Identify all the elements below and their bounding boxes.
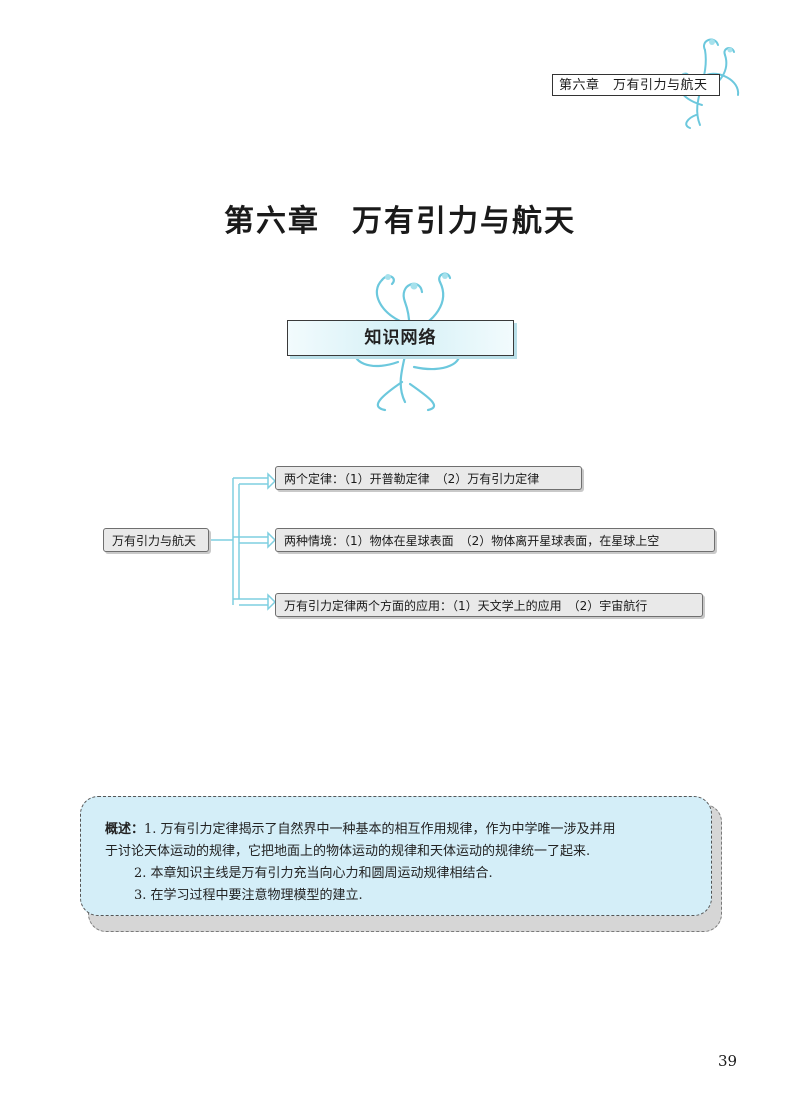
summary-item-1: 1. 万有引力定律揭示了自然界中一种基本的相互作用规律，作为中学唯一涉及并用 (144, 822, 616, 837)
network-branch-node: 两个定律：（1）开普勒定律 （2）万有引力定律 (275, 466, 582, 490)
network-root-node: 万有引力与航天 (103, 528, 209, 552)
summary-line-1: 概述：1. 万有引力定律揭示了自然界中一种基本的相互作用规律，作为中学唯一涉及并… (105, 819, 689, 841)
arrowhead-1 (267, 472, 277, 490)
network-branch-node: 两种情境：（1）物体在星球表面 （2）物体离开星球表面，在星球上空 (275, 528, 715, 552)
summary-item-2: 2. 本章知识主线是万有引力充当向心力和圆周运动规律相结合. (134, 866, 493, 881)
summary-item-3: 3. 在学习过程中要注意物理模型的建立. (134, 888, 363, 903)
section-title: 知识网络 (364, 328, 437, 348)
summary-label: 概述： (105, 822, 145, 837)
arrowhead-2 (267, 531, 277, 549)
summary-item-1-continued: 于讨论天体运动的规律，它把地面上的物体运动的规律和天体运动的规律统一了起来. (105, 844, 591, 859)
page-number: 39 (718, 1052, 738, 1070)
section-banner: 知识网络 (287, 320, 514, 356)
chapter-title: 第六章 万有引力与航天 (224, 204, 576, 239)
network-branch-node: 万有引力定律两个方面的应用：（1）天文学上的应用 （2）宇宙航行 (275, 593, 703, 617)
summary-box: 概述：1. 万有引力定律揭示了自然界中一种基本的相互作用规律，作为中学唯一涉及并… (80, 796, 712, 916)
arrowhead-3 (267, 593, 277, 611)
running-header-title: 第六章 万有引力与航天 (552, 74, 720, 96)
